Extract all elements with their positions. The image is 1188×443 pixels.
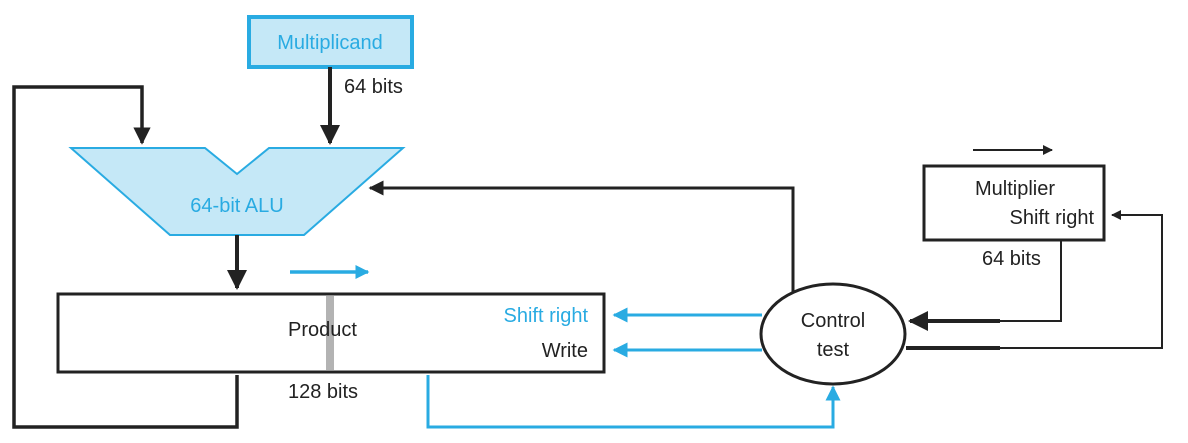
control-label-line1: Control — [801, 310, 865, 332]
multiplier-label: Multiplier — [975, 178, 1055, 200]
multiplier-lsb-wire — [1000, 240, 1062, 322]
control-to-multiplier-shift-wire — [1000, 210, 1163, 349]
product-label: Product — [288, 319, 357, 341]
multiplicand-label: Multiplicand — [277, 32, 383, 54]
control-to-alu-wire — [368, 180, 795, 292]
product-width-label: 128 bits — [288, 381, 358, 403]
multiplier-register — [922, 164, 1106, 242]
alu-shape — [68, 147, 406, 236]
multiplier-width-label: 64 bits — [982, 248, 1041, 270]
product-lsb-to-control-wire — [426, 375, 841, 429]
control-test — [759, 282, 907, 386]
product-shift-right-label: Shift right — [504, 305, 589, 327]
multiplicand-width-label: 64 bits — [344, 76, 403, 98]
product-write-label: Write — [542, 340, 588, 362]
control-label-line2: test — [817, 339, 850, 361]
product-feedback-wire — [12, 85, 239, 429]
alu-label: 64-bit ALU — [190, 195, 283, 217]
multiplier-shift-right-label: Shift right — [1010, 207, 1095, 229]
